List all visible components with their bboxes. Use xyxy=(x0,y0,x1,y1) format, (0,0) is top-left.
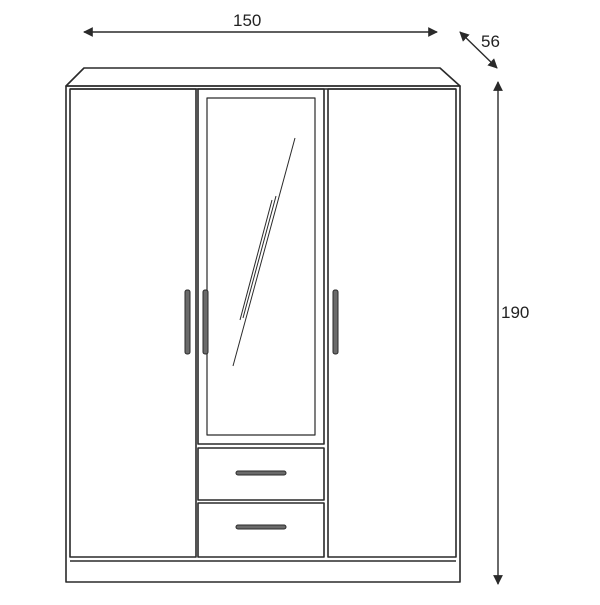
depth-dimension-arrow xyxy=(459,31,498,69)
mirror-door-handle xyxy=(202,289,209,355)
width-label: 150 xyxy=(233,11,262,30)
left-door-handle xyxy=(184,289,191,355)
right-door xyxy=(327,88,457,558)
right-door-handle xyxy=(332,289,339,355)
mirror-glass xyxy=(206,97,316,436)
mirror-reflection-lines xyxy=(232,137,296,367)
drawer-top-handle xyxy=(235,470,287,476)
wardrobe-body xyxy=(65,85,461,583)
height-label: 190 xyxy=(501,303,530,322)
wardrobe-top xyxy=(65,67,461,87)
drawer-top xyxy=(197,447,325,501)
drawer-bottom xyxy=(197,502,325,558)
drawer-bottom-handle xyxy=(235,524,287,530)
mirror-door xyxy=(197,88,325,445)
depth-label: 56 xyxy=(481,32,500,51)
left-door xyxy=(69,88,197,558)
